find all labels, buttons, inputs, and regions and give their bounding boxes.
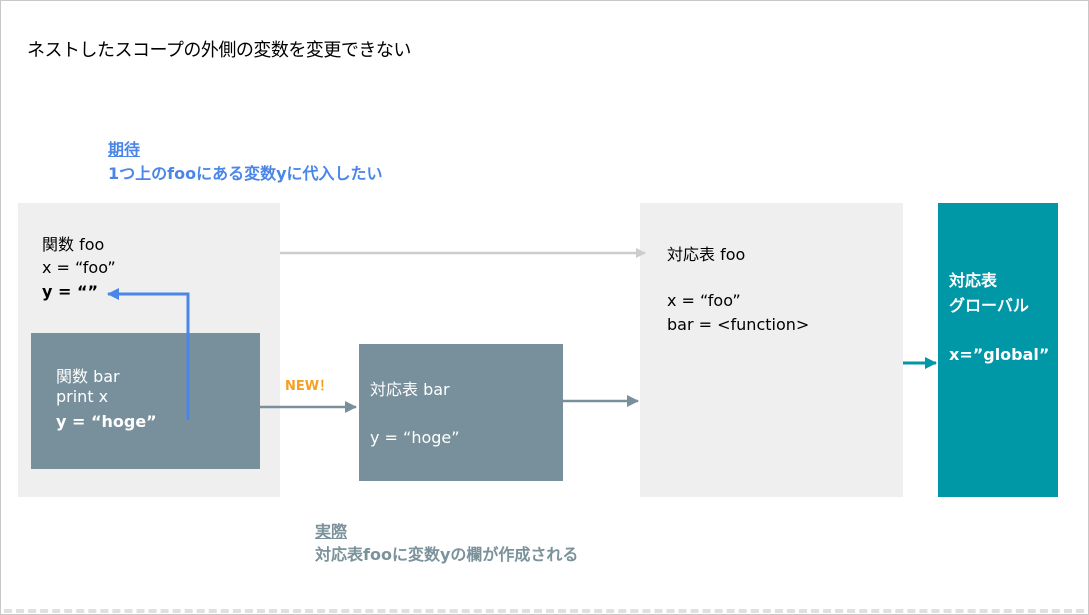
arrow-expected-assignment <box>107 288 190 420</box>
bar-function-print: print x <box>56 387 109 406</box>
expected-heading: 期待 <box>108 140 141 159</box>
bar-table-y: y = “hoge” <box>370 428 460 447</box>
foo-table-panel: 対応表 foo x = “foo” bar = <function> <box>640 203 903 497</box>
bar-table-panel: 対応表 bar y = “hoge” <box>359 344 563 481</box>
bar-function-y: y = “hoge” <box>56 412 157 431</box>
foo-function-x: x = “foo” <box>42 258 116 277</box>
slide-title: ネストしたスコープの外側の変数を変更できない <box>27 40 411 61</box>
expected-text: 1つ上のfooにある変数yに代入したい <box>108 164 383 183</box>
bar-function-panel: 関数 bar print x y = “hoge” <box>31 333 260 469</box>
actual-heading: 実際 <box>315 522 348 541</box>
global-table-panel: 対応表 グローバル x=”global” <box>938 203 1058 497</box>
bar-function-title: 関数 bar <box>56 367 120 386</box>
foo-table-title: 対応表 foo <box>667 245 746 264</box>
new-label: NEW！ <box>285 379 333 394</box>
foo-table-bar: bar = <function> <box>667 315 810 334</box>
global-table-title: 対応表 <box>949 271 998 290</box>
global-table-x: x=”global” <box>949 345 1050 364</box>
global-table-subtitle: グローバル <box>949 296 1029 315</box>
foo-table-x: x = “foo” <box>667 291 741 310</box>
foo-function-title: 関数 foo <box>42 235 105 254</box>
bottom-dashed-border <box>4 609 1084 613</box>
foo-function-y: y = “” <box>42 282 99 301</box>
bar-table-title: 対応表 bar <box>370 380 450 399</box>
actual-text: 対応表fooに変数yの欄が作成される <box>315 545 579 564</box>
